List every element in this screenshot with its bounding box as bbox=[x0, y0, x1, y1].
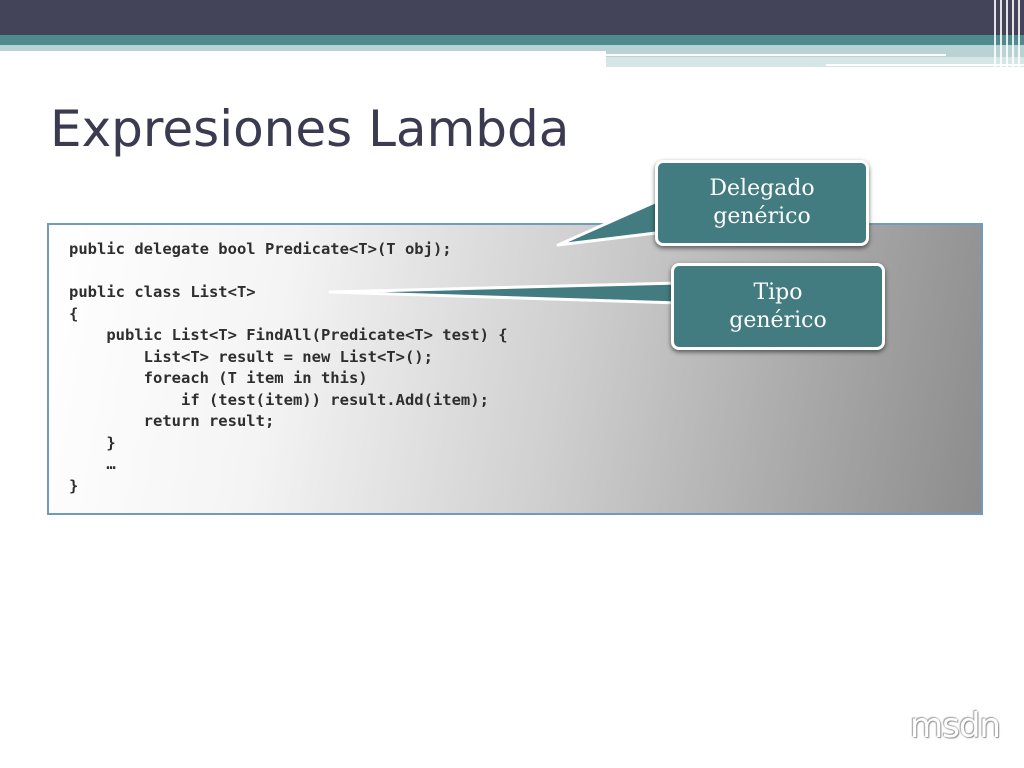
header-stripes bbox=[990, 0, 1024, 68]
header-teal-bar bbox=[0, 35, 1024, 45]
code-text: public delegate bool Predicate<T>(T obj)… bbox=[69, 239, 508, 497]
callout-line: genérico bbox=[729, 307, 827, 333]
code-line: … bbox=[69, 455, 116, 473]
header-white-line bbox=[606, 54, 946, 56]
code-line: if (test(item)) result.Add(item); bbox=[69, 390, 489, 409]
code-line: } bbox=[69, 433, 116, 452]
code-line: List<T> result = new List<T>(); bbox=[69, 347, 433, 366]
code-line: return result; bbox=[69, 412, 275, 430]
header-light-bar-left bbox=[0, 45, 606, 51]
header-dark-bar bbox=[0, 0, 1024, 35]
code-line: public class List<T> bbox=[69, 283, 256, 301]
code-line: public List<T> FindAll(Predicate<T> test… bbox=[69, 326, 508, 344]
slide-title: Expresiones Lambda bbox=[50, 100, 570, 158]
callout-generic-type: Tipo genérico bbox=[671, 263, 885, 350]
code-line: } bbox=[69, 476, 79, 495]
header-white-line-2 bbox=[826, 64, 1024, 66]
callout-line: genérico bbox=[713, 204, 811, 229]
callout-line: Tipo bbox=[753, 279, 803, 305]
callout-generic-delegate: Delegado genérico bbox=[655, 160, 869, 246]
header-lighter-bar-right bbox=[606, 57, 1024, 67]
msdn-logo: msdn bbox=[910, 706, 1001, 746]
code-line: public delegate bool Predicate<T>(T obj)… bbox=[69, 240, 452, 258]
code-line: foreach (T item in this) bbox=[69, 369, 368, 387]
callout-line: Delegado bbox=[709, 176, 815, 201]
code-line: { bbox=[69, 304, 79, 323]
